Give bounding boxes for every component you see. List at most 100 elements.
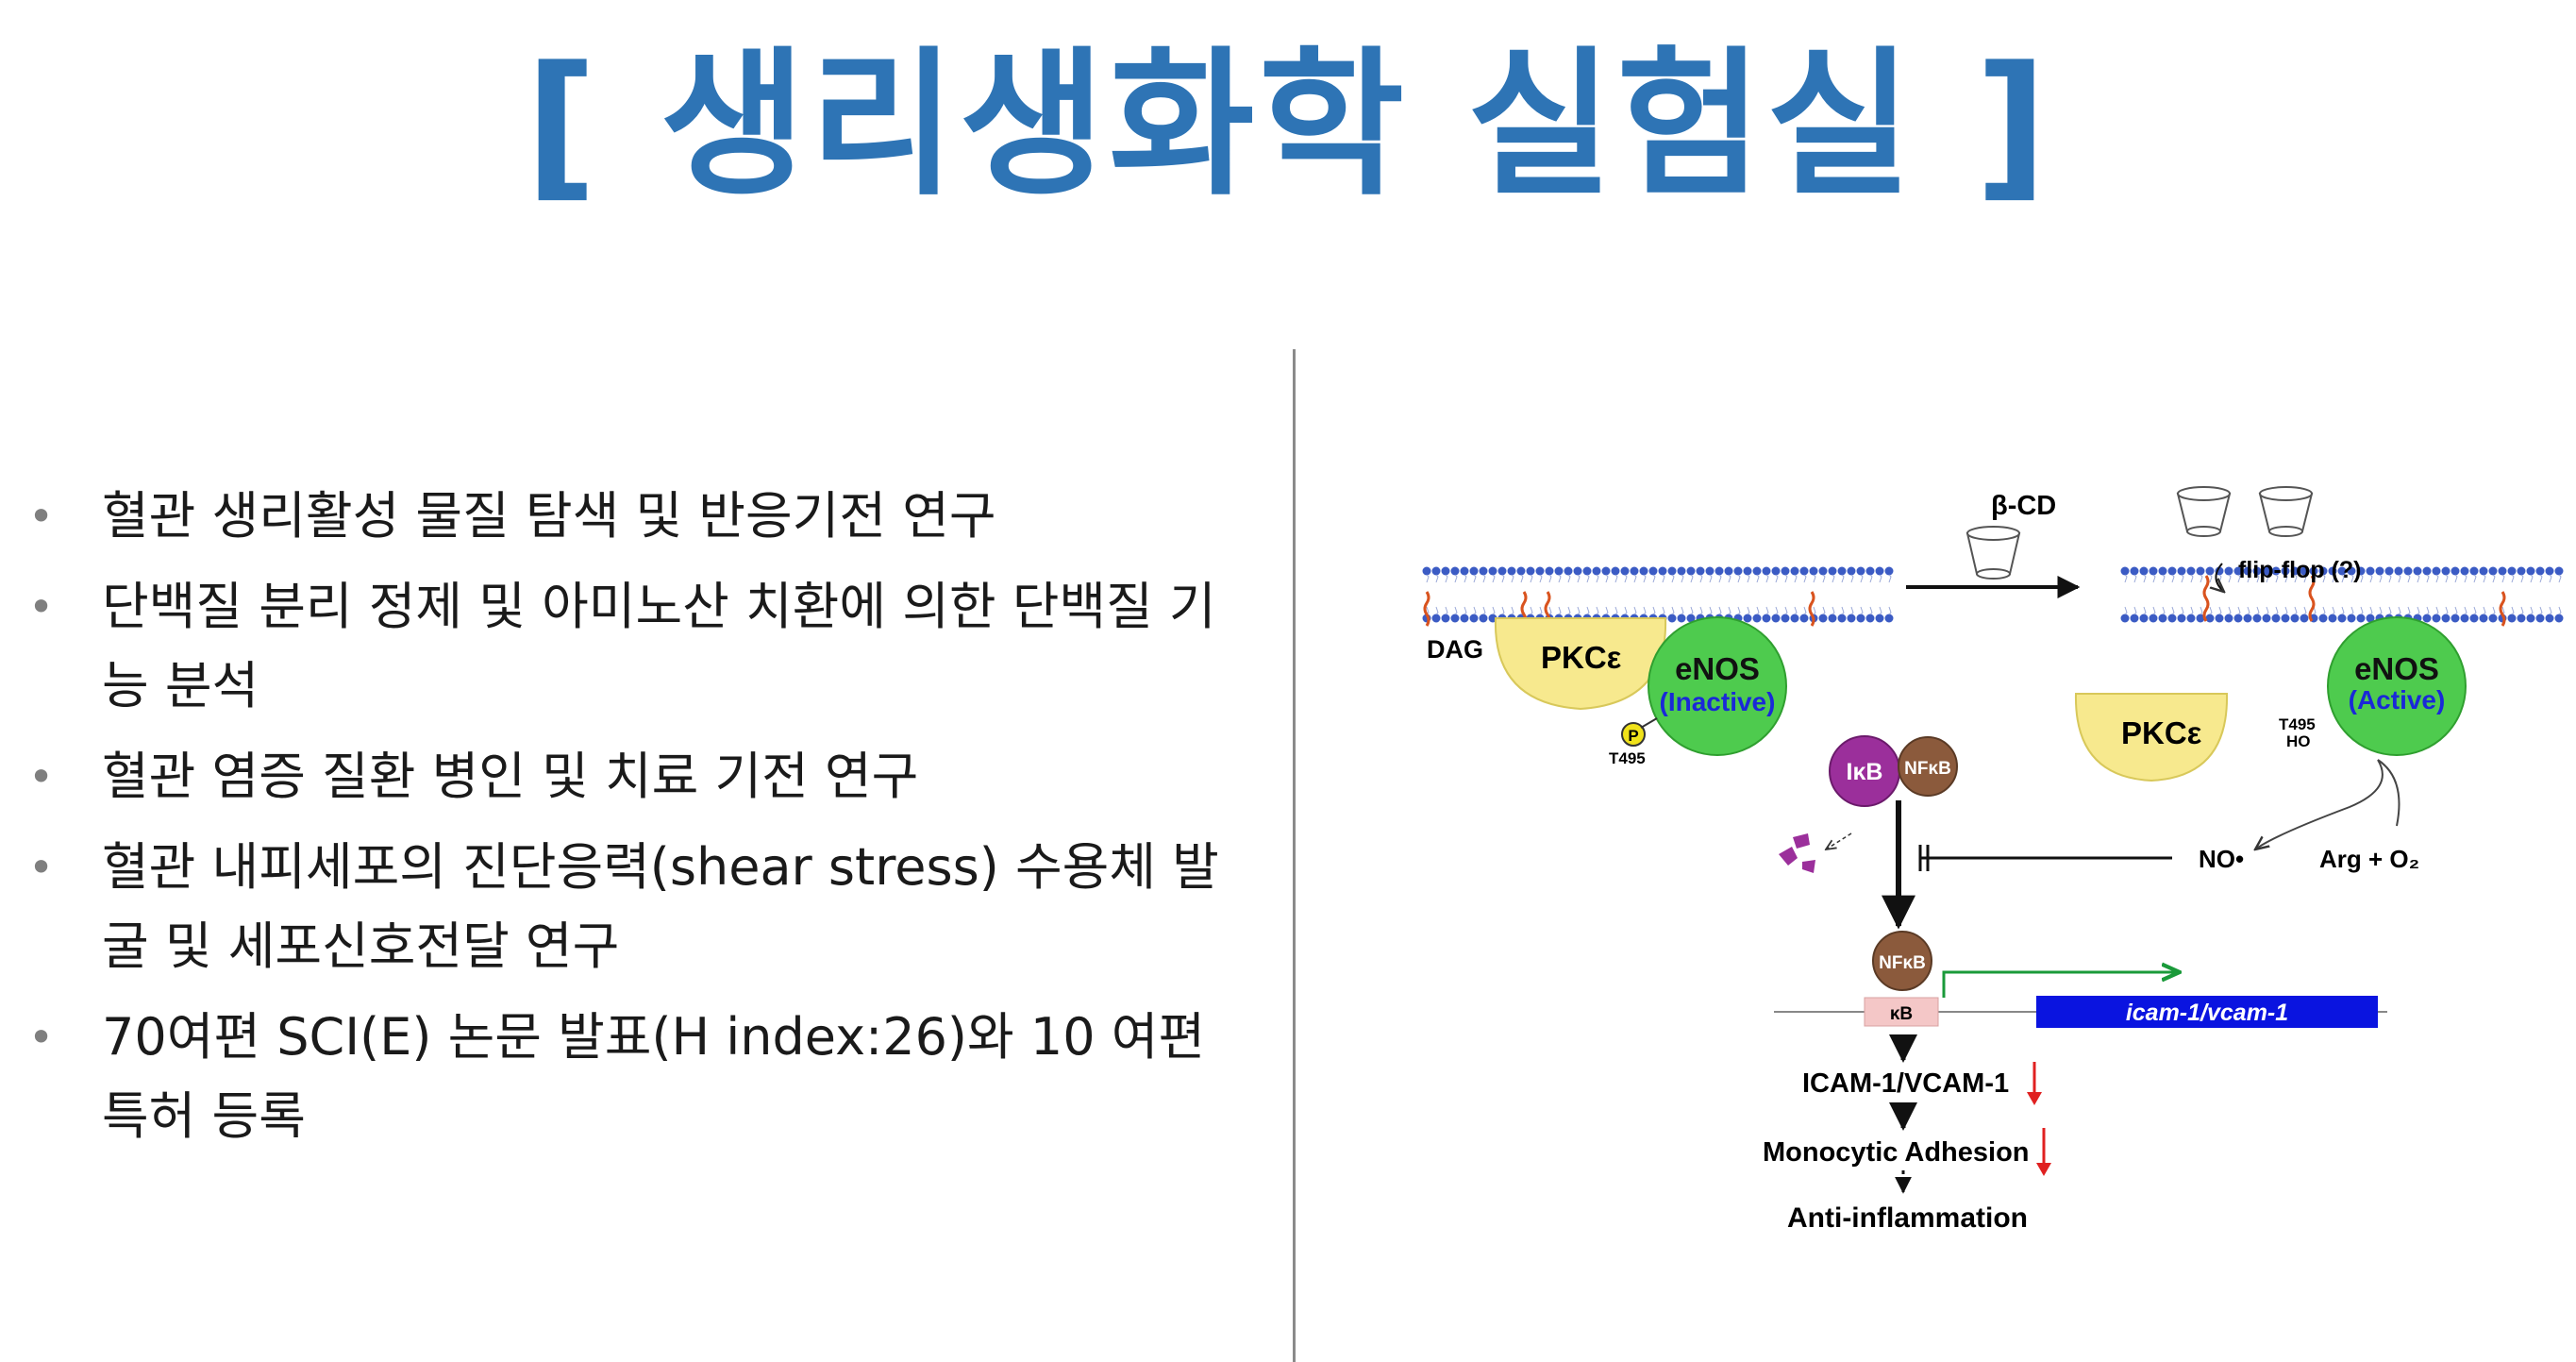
lipid-tail <box>2209 574 2213 583</box>
lipid-head <box>1469 614 1479 623</box>
lipid-tail <box>1633 574 1637 583</box>
lipid-head <box>1828 566 1837 576</box>
enos-inactive-label: (Inactive) <box>1660 687 1776 716</box>
lipid-tail <box>2549 606 2552 615</box>
lipid-head <box>1667 614 1677 623</box>
lipid-head <box>2300 614 2309 623</box>
lipid-tail <box>2454 574 2458 583</box>
lipid-tail <box>1548 606 1552 615</box>
lipid-tail <box>1577 606 1581 615</box>
lipid-tail <box>2332 606 2335 615</box>
lipid-tail <box>1605 606 1609 615</box>
lipid-tail <box>1643 606 1647 615</box>
lipid-head <box>1818 566 1828 576</box>
t495-label-right: T495 <box>2279 715 2316 733</box>
lipid-tail <box>1728 574 1731 583</box>
lipid-tail <box>1690 606 1694 615</box>
lipid-tail <box>2454 606 2458 615</box>
lipid-head <box>2177 614 2186 623</box>
lipid-tail <box>1869 606 1873 615</box>
lipid-tail <box>2162 606 2166 615</box>
lipid-tail <box>2417 606 2420 615</box>
lipid-tail <box>2152 574 2156 583</box>
lipid-head <box>1771 566 1781 576</box>
pkc-label-right: PKCε <box>2121 715 2202 750</box>
lipid-tail <box>1577 574 1581 583</box>
lipid-tail <box>1841 606 1845 615</box>
lipid-tail <box>2171 574 2175 583</box>
lipid-head <box>2271 614 2281 623</box>
lipid-head <box>1545 566 1554 576</box>
lipid-head <box>2149 566 2158 576</box>
flip-flop-label: flip-flop (?) <box>2238 557 2362 583</box>
lipid-tail <box>1737 606 1741 615</box>
lipid-tail <box>1558 606 1562 615</box>
lipid-head <box>1837 566 1847 576</box>
enos-label-left: eNOS <box>1675 651 1760 686</box>
lipid-head <box>2441 614 2451 623</box>
lipid-head <box>2167 566 2177 576</box>
lipid-tail <box>1539 574 1543 583</box>
lipid-tail <box>2332 574 2335 583</box>
membrane-right <box>2120 566 2564 623</box>
lipid-tail <box>2398 606 2401 615</box>
lipid-tail <box>1879 574 1882 583</box>
lipid-tail <box>1869 574 1873 583</box>
lipid-head <box>1781 566 1790 576</box>
lipid-tail <box>1813 574 1816 583</box>
lipid-tail <box>2398 574 2401 583</box>
signaling-pathway-diagram: DAG PKCε eNOS (Inactive) P T495 β-CD fli… <box>1422 486 2564 1234</box>
lipid-tail <box>2171 606 2175 615</box>
lipid-tail <box>2379 574 2383 583</box>
lipid-head <box>1790 614 1799 623</box>
lipid-head <box>1564 566 1573 576</box>
lipid-head <box>2233 614 2243 623</box>
lipid-head <box>2526 614 2535 623</box>
lipid-head <box>2337 566 2347 576</box>
lipid-tail <box>1482 606 1486 615</box>
lipid-head <box>1724 566 1733 576</box>
lipid-tail <box>1662 574 1665 583</box>
lipid-tail <box>2492 574 2496 583</box>
lipid-head <box>2177 566 2186 576</box>
arg-to-enos-line <box>2377 759 2400 827</box>
lipid-tail <box>1445 574 1448 583</box>
lipid-tail <box>1596 606 1599 615</box>
lipid-head <box>1677 614 1686 623</box>
lipid-head <box>2451 614 2460 623</box>
lipid-head <box>2186 614 2196 623</box>
lipid-tail <box>1747 574 1750 583</box>
lipid-head <box>2432 614 2441 623</box>
mono-down-arrowhead <box>2036 1163 2051 1176</box>
degraded-ikb-icon <box>1779 833 1815 873</box>
lipid-tail <box>1860 574 1864 583</box>
enos-label-right: eNOS <box>2354 651 2439 686</box>
lipid-head <box>1865 614 1875 623</box>
lipid-tail <box>1454 574 1458 583</box>
lipid-head <box>2290 566 2300 576</box>
lipid-head <box>1573 566 1582 576</box>
lipid-tail <box>1709 574 1713 583</box>
lipid-head <box>2469 566 2479 576</box>
lipid-tail <box>1492 606 1496 615</box>
lipid-head <box>2517 614 2526 623</box>
lipid-tail <box>1888 574 1892 583</box>
lipid-tail <box>2200 574 2203 583</box>
lipid-head <box>1507 566 1516 576</box>
lipid-head <box>2300 566 2309 576</box>
lipid-tail <box>2284 606 2288 615</box>
lipid-head <box>1762 566 1771 576</box>
lipid-tail <box>2228 606 2232 615</box>
lipid-tail <box>1501 574 1505 583</box>
lipid-head <box>1715 566 1724 576</box>
lipid-head <box>1771 614 1781 623</box>
list-item: •단백질 분리 정제 및 아미노산 치환에 의한 단백질 기능 분석 <box>28 567 1255 726</box>
kb-label: κB <box>1890 1004 1913 1024</box>
lipid-tail <box>1794 574 1798 583</box>
lipid-tail <box>1794 606 1798 615</box>
lipid-tail <box>1822 574 1826 583</box>
lipid-head <box>2167 614 2177 623</box>
lipid-tail <box>1426 574 1430 583</box>
lipid-tail <box>2350 574 2354 583</box>
lipid-tail <box>2530 606 2534 615</box>
